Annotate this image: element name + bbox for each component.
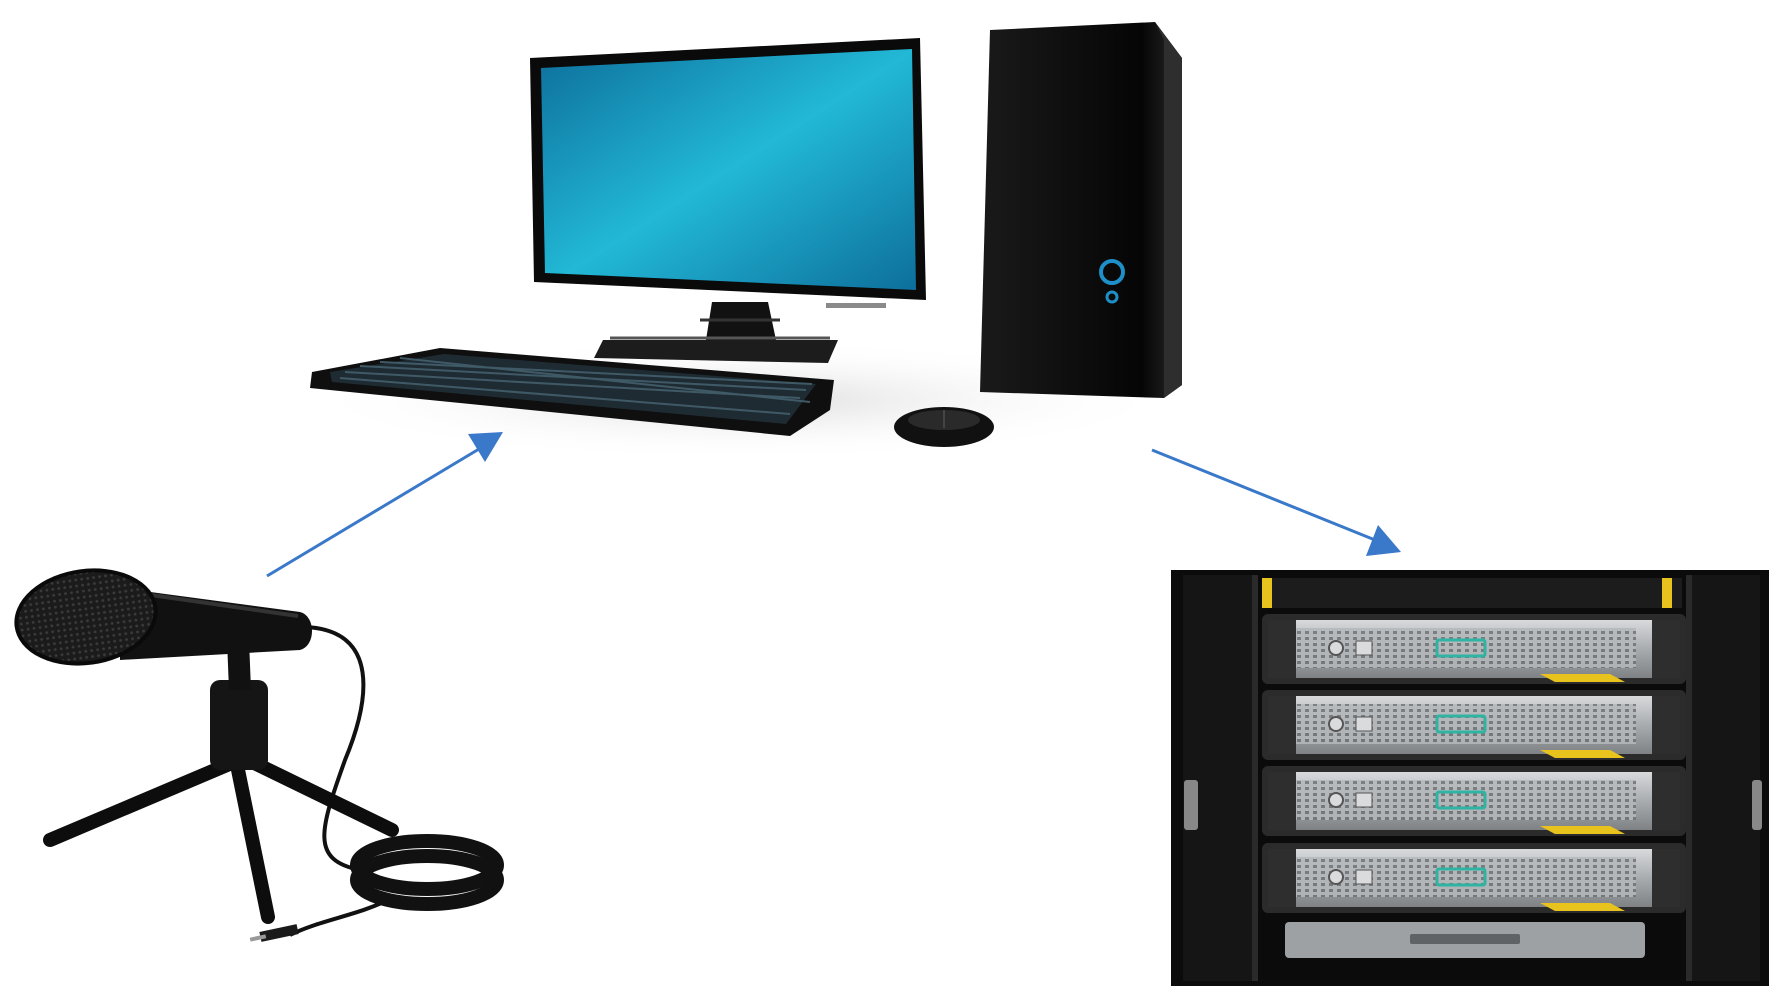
computer-tower-icon	[980, 22, 1182, 398]
flow-arrows	[266, 432, 1401, 578]
microphone-icon	[14, 568, 504, 942]
keyboard-icon	[310, 348, 834, 436]
mouse-icon	[894, 407, 994, 447]
monitor-icon	[530, 38, 926, 363]
server-rack-icon	[1171, 570, 1769, 986]
server-unit	[1262, 843, 1686, 913]
server-unit	[1262, 690, 1686, 760]
arrow-microphone-to-computer	[266, 432, 503, 578]
desktop-computer-icon	[300, 22, 1182, 460]
server-unit	[1262, 614, 1686, 684]
server-unit	[1262, 766, 1686, 836]
arrow-computer-to-server	[1151, 448, 1401, 556]
